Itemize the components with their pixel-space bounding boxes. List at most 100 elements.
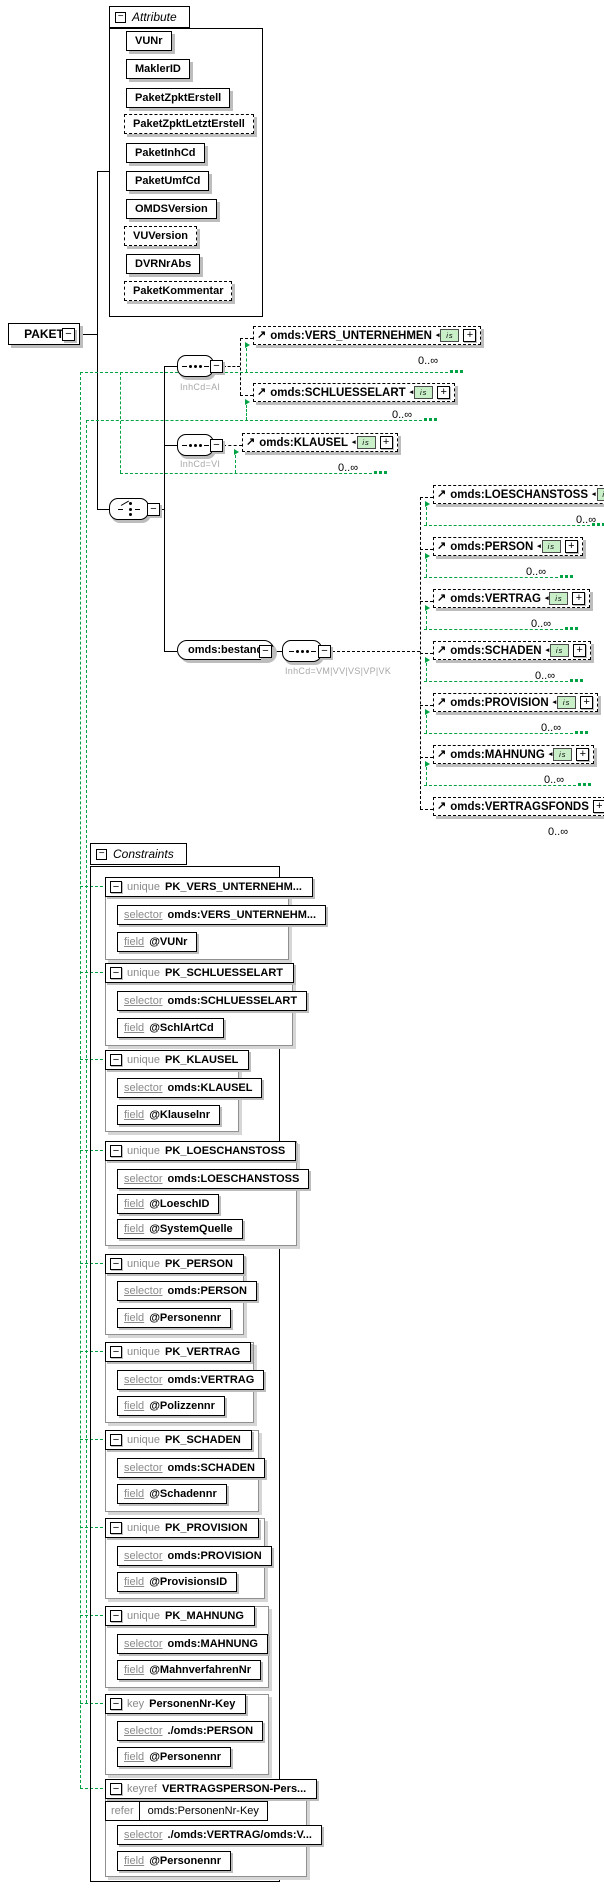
constraint-field[interactable]: field @Polizzennr <box>117 1396 225 1416</box>
collapse-icon[interactable]: − <box>318 645 331 658</box>
attribute-name: PaketInhCd <box>135 147 196 159</box>
constraint-field[interactable]: field @VUNr <box>117 932 198 952</box>
constraint-selector[interactable]: selector ./omds:VERTRAG/omds:V... <box>117 1825 322 1845</box>
collapse-icon[interactable]: − <box>110 1054 122 1066</box>
selector-value: ./omds:PERSON <box>167 1725 254 1737</box>
constraint-header[interactable]: − unique PK_PROVISION <box>105 1518 259 1538</box>
collapse-icon[interactable]: − <box>110 967 122 979</box>
constraint-selector[interactable]: selector ./omds:PERSON <box>117 1721 264 1741</box>
attribute-vuversion[interactable]: VUVersion <box>124 226 198 246</box>
element-schaden[interactable]: ↗ omds:SCHADEN ◂ is + <box>433 641 592 660</box>
attribute-paketzpktletzterstell[interactable]: PaketZpktLetztErstell <box>124 114 254 134</box>
attribute-paketumfcd[interactable]: PaketUmfCd <box>126 171 210 191</box>
element-vers-unternehmen[interactable]: ↗ omds:VERS_UNTERNEHMEN ◂ is + <box>253 326 482 345</box>
constraint-header[interactable]: − unique PK_KLAUSEL <box>105 1050 250 1070</box>
collapse-icon[interactable]: − <box>110 1346 122 1358</box>
constraint-header[interactable]: − unique PK_SCHLUESSELART <box>105 963 295 983</box>
element-vertrag[interactable]: ↗ omds:VERTRAG ◂ is + <box>433 589 591 608</box>
collapse-icon[interactable]: − <box>110 881 122 893</box>
expand-icon[interactable]: + <box>379 436 393 449</box>
reference-arrow-icon: ↗ <box>257 329 267 341</box>
sequence-compositor-ai[interactable] <box>177 355 214 377</box>
expand-icon[interactable]: + <box>573 644 587 657</box>
optional-connector <box>420 497 433 498</box>
constraint-selector[interactable]: selector omds:LOESCHANSTOSS <box>117 1169 310 1189</box>
constraint-header[interactable]: − keyref VERTRAGSPERSON-Pers... <box>105 1779 318 1799</box>
choice-compositor[interactable] <box>109 498 149 520</box>
constraint-field[interactable]: field @LoeschID <box>117 1194 220 1214</box>
constraint-selector[interactable]: selector omds:SCHADEN <box>117 1458 265 1478</box>
collapse-icon[interactable]: − <box>115 11 126 23</box>
element-loeschanstoss[interactable]: ↗ omds:LOESCHANSTOSS ◂ is + <box>433 485 604 504</box>
element-schluesselart[interactable]: ↗ omds:SCHLUESSELART ◂ is + <box>253 383 456 402</box>
constraint-header[interactable]: − unique PK_LOESCHANSTOSS <box>105 1141 297 1161</box>
collapse-icon[interactable]: − <box>147 503 160 516</box>
attribute-dvrnrabs[interactable]: DVRNrAbs <box>126 254 201 274</box>
attribute-paketzpkterstell[interactable]: PaketZpktErstell <box>126 88 231 108</box>
constraint-field[interactable]: field @ProvisionsID <box>117 1572 238 1592</box>
constraint-header[interactable]: − unique PK_MAHNUNG <box>105 1606 255 1626</box>
constraint-field[interactable]: field @Klauselnr <box>117 1105 221 1125</box>
constraint-field[interactable]: field @SchlArtCd <box>117 1018 224 1038</box>
constraint-selector[interactable]: selector omds:MAHNUNG <box>117 1634 268 1654</box>
expand-icon[interactable]: + <box>564 540 578 553</box>
attribute-paketinhcd[interactable]: PaketInhCd <box>126 143 205 163</box>
constraint-header[interactable]: − key PersonenNr-Key <box>105 1694 247 1714</box>
constraint-selector[interactable]: selector omds:PERSON <box>117 1281 257 1301</box>
green-dots <box>450 370 463 373</box>
constraint-header[interactable]: − unique PK_SCHADEN <box>105 1430 252 1450</box>
collapse-icon[interactable]: − <box>110 1145 122 1157</box>
element-vertragsfonds[interactable]: ↗ omds:VERTRAGSFONDS + <box>433 797 604 816</box>
selector-keyword: selector <box>124 1285 163 1297</box>
collapse-icon[interactable]: − <box>110 1698 122 1710</box>
element-klausel[interactable]: ↗ omds:KLAUSEL ◂ is + <box>242 433 398 452</box>
attribute-paketkommentar[interactable]: PaketKommentar <box>124 281 233 301</box>
sequence-compositor-bestand[interactable] <box>282 640 322 662</box>
sequence-compositor-vi[interactable] <box>177 434 214 456</box>
expand-icon[interactable]: + <box>463 329 477 342</box>
constraint-selector[interactable]: selector omds:SCHLUESSELART <box>117 991 308 1011</box>
constraint-selector[interactable]: selector omds:VERTRAG <box>117 1370 265 1390</box>
constraint-selector[interactable]: selector omds:PROVISION <box>117 1546 272 1566</box>
constraint-selector[interactable]: selector omds:KLAUSEL <box>117 1078 263 1098</box>
constraint-selector[interactable]: selector omds:VERS_UNTERNEHM... <box>117 905 327 925</box>
green-constraint-line <box>426 559 427 577</box>
constraint-field[interactable]: field @Personennr <box>117 1747 232 1767</box>
collapse-icon[interactable]: − <box>96 848 107 860</box>
constraint-field[interactable]: field @Schadennr <box>117 1484 227 1504</box>
attribute-maklerid[interactable]: MaklerID <box>126 59 190 79</box>
constraint-field[interactable]: field @Personennr <box>117 1308 232 1328</box>
green-constraint-line <box>426 663 427 681</box>
collapse-icon[interactable]: − <box>259 645 272 658</box>
attribute-vunr[interactable]: VUNr <box>126 31 172 51</box>
collapse-icon[interactable]: − <box>110 1258 122 1270</box>
selector-value: omds:SCHLUESSELART <box>167 995 298 1007</box>
expand-icon[interactable]: + <box>437 386 451 399</box>
constraint-header[interactable]: − unique PK_VERTRAG <box>105 1342 252 1362</box>
expand-icon[interactable]: + <box>572 592 586 605</box>
constraint-header[interactable]: − unique PK_PERSON <box>105 1254 244 1274</box>
constraint-header[interactable]: − unique PK_VERS_UNTERNEHM... <box>105 877 313 897</box>
element-mahnung[interactable]: ↗ omds:MAHNUNG ◂ is + <box>433 745 595 764</box>
constraints-section-tab[interactable]: − Constraints <box>90 843 187 865</box>
expand-icon[interactable]: + <box>576 748 590 761</box>
expand-icon[interactable]: + <box>580 696 594 709</box>
collapse-icon[interactable]: − <box>210 439 223 452</box>
element-person[interactable]: ↗ omds:PERSON ◂ is + <box>433 537 583 556</box>
collapse-icon[interactable]: − <box>110 1434 122 1446</box>
element-provision[interactable]: ↗ omds:PROVISION ◂ is + <box>433 693 599 712</box>
collapse-icon[interactable]: − <box>110 1522 122 1534</box>
constraint-field[interactable]: field @SystemQuelle <box>117 1219 243 1239</box>
attributes-section-tab[interactable]: − Attribute <box>109 6 190 28</box>
collapse-icon[interactable]: − <box>110 1783 122 1795</box>
collapse-icon[interactable]: − <box>110 1610 122 1622</box>
collapse-icon[interactable]: − <box>210 360 223 373</box>
refer-keyword: refer <box>106 1802 140 1820</box>
expand-icon[interactable]: + <box>592 800 604 813</box>
constraint-refer[interactable]: refer omds:PersonenNr-Key <box>105 1801 268 1821</box>
constraint-field[interactable]: field @Personennr <box>117 1851 232 1871</box>
constraint-field[interactable]: field @MahnverfahrenNr <box>117 1660 261 1680</box>
collapse-icon[interactable]: − <box>62 328 75 341</box>
element-bestand[interactable]: omds:bestand <box>177 640 275 660</box>
attribute-omdsversion[interactable]: OMDSVersion <box>126 199 217 219</box>
